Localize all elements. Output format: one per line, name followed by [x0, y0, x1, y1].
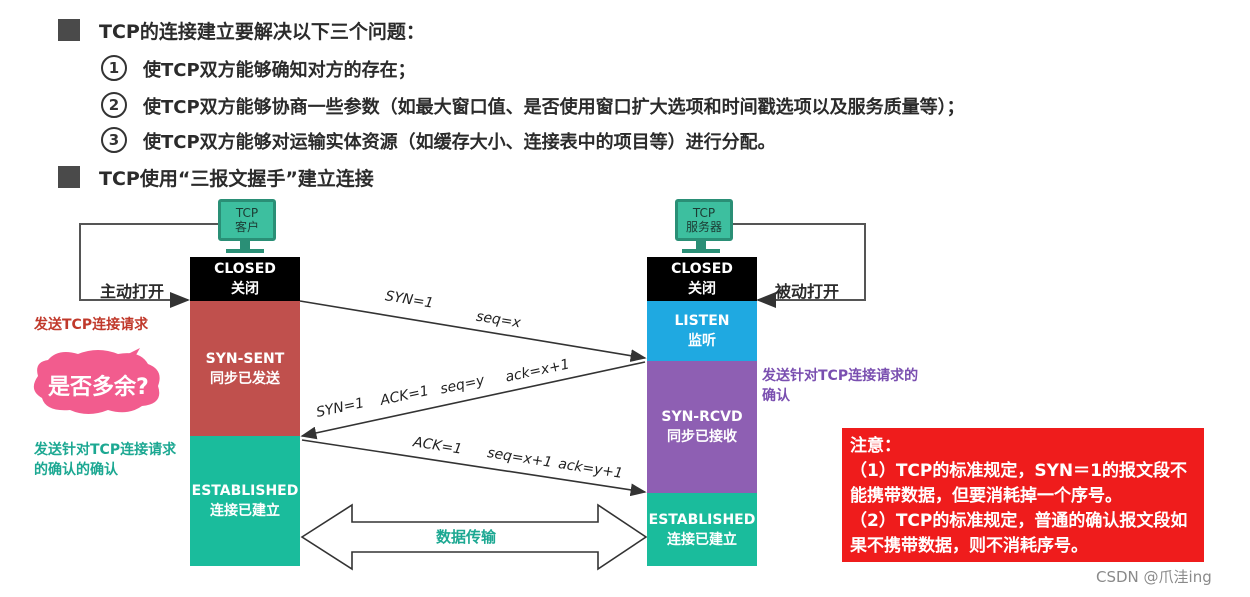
server-state-listen-en: LISTEN [674, 313, 730, 329]
warning-line-1: （1）TCP的标准规定，SYN＝1的报文段不能携带数据，但要消耗掉一个序号。 [850, 461, 1187, 506]
client-pc-stand [240, 241, 250, 249]
heading-bullet-2 [58, 166, 80, 188]
send-request-note: 发送TCP连接请求 [34, 317, 149, 333]
item-text-1: 使TCP双方能够确知对方的存在； [143, 60, 416, 81]
server-state-syn-rcvd-zh: 同步已接收 [667, 429, 737, 445]
item-text-3: 使TCP双方能够对运输实体资源（如缓存大小、连接表中的项目等）进行分配。 [143, 132, 776, 153]
heading-bullet-1 [58, 19, 80, 41]
client-state-closed: CLOSED 关闭 [190, 257, 300, 301]
warning-line-2: （2）TCP的标准规定，普通的确认报文段如果不携带数据，则不消耗序号。 [850, 511, 1188, 556]
item-text-2: 使TCP双方能够协商一些参数（如最大窗口值、是否使用窗口扩大选项和时间戳选项以及… [143, 97, 965, 118]
server-pc-base [682, 249, 720, 253]
send-ack-of-ack-note: 发送针对TCP连接请求的确认的确认 [34, 442, 177, 478]
heading-2: TCP使用“三报文握手”建立连接 [99, 168, 374, 190]
speech-bubble-icon [33, 348, 160, 414]
active-open-label: 主动打开 [100, 282, 165, 301]
server-state-closed-zh: 关闭 [688, 281, 716, 297]
client-pc-line1: TCP [235, 206, 259, 220]
client-state-established-en: ESTABLISHED [191, 483, 299, 499]
client-computer-icon: TCP 客户 [218, 199, 276, 241]
server-pc-line1: TCP [692, 206, 716, 220]
server-state-closed-en: CLOSED [671, 261, 733, 277]
server-state-established-zh: 连接已建立 [667, 531, 737, 548]
syn-arrow [299, 300, 647, 362]
passive-open-label: 被动打开 [775, 282, 840, 301]
send-ack-note: 发送针对TCP连接请求的确认 [762, 368, 919, 404]
server-state-syn-rcvd: SYN-RCVD 同步已接收 [647, 361, 757, 493]
heading-1: TCP的连接建立要解决以下三个问题： [99, 21, 425, 43]
watermark: CSDN @爪洼ing [1096, 568, 1212, 586]
server-computer-icon: TCP 服务器 [675, 199, 733, 241]
server-pc-stand [696, 241, 706, 249]
item-number-2: 2 [101, 92, 127, 118]
server-state-established: ESTABLISHED 连接已建立 [647, 493, 757, 566]
server-state-syn-rcvd-en: SYN-RCVD [661, 409, 743, 425]
syn-ack-arrow [300, 361, 646, 440]
redundant-question-label: 是否多余? [48, 375, 149, 400]
item-number-1: 1 [101, 55, 127, 81]
client-state-closed-zh: 关闭 [231, 281, 259, 297]
warning-box: 注意： （1）TCP的标准规定，SYN＝1的报文段不能携带数据，但要消耗掉一个序… [842, 428, 1204, 562]
ack-arrow [301, 439, 647, 497]
passive-open-arrow [730, 223, 866, 308]
server-state-listen: LISTEN 监听 [647, 301, 757, 361]
client-state-syn-sent-en: SYN-SENT [205, 350, 285, 367]
data-transfer-label: 数据传输 [436, 528, 497, 546]
client-state-established: ESTABLISHED 连接已建立 [190, 436, 300, 566]
client-pc-line2: 客户 [234, 220, 259, 234]
item-number-3: 3 [101, 127, 127, 153]
server-pc-line2: 服务器 [685, 220, 722, 234]
client-state-syn-sent: SYN-SENT 同步已发送 [190, 301, 300, 436]
client-state-syn-sent-zh: 同步已发送 [210, 370, 280, 387]
warning-title: 注意： [850, 436, 901, 456]
server-state-listen-zh: 监听 [688, 333, 716, 349]
client-state-established-zh: 连接已建立 [210, 503, 280, 519]
client-state-closed-en: CLOSED [214, 261, 276, 277]
server-state-established-en: ESTABLISHED [648, 511, 756, 528]
active-open-arrow [79, 223, 218, 308]
data-transfer-arrow [300, 503, 648, 571]
server-state-closed: CLOSED 关闭 [647, 257, 757, 301]
client-pc-base [226, 249, 264, 253]
